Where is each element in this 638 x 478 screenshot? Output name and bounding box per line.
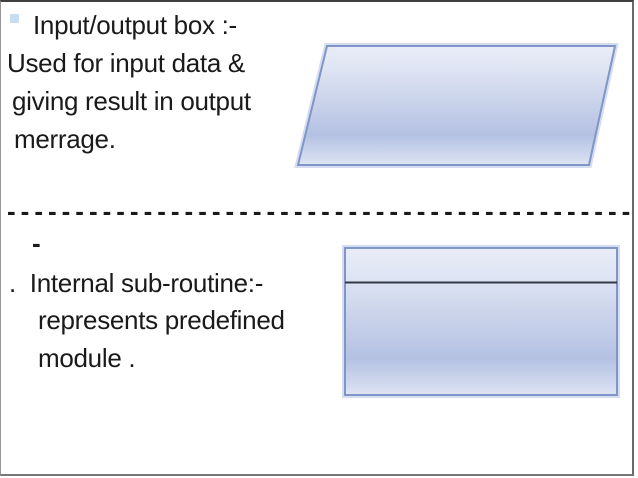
bullet-square-icon xyxy=(10,14,19,23)
io-body-line-3: merrage. xyxy=(14,124,116,154)
io-parallelogram-shape xyxy=(294,43,619,168)
subroutine-body-line-1: represents predefined xyxy=(38,305,285,335)
subroutine-rectangle xyxy=(344,247,618,396)
io-body-line-2: giving result in output xyxy=(12,86,251,116)
io-section-title: Input/output box :- xyxy=(33,10,237,40)
divider-dashed-line: ----------------------------------------… xyxy=(7,196,631,226)
subroutine-rectangle-shape xyxy=(342,245,620,398)
subroutine-section-title: . Internal sub-routine:- xyxy=(9,268,264,298)
subroutine-body-line-2: module . xyxy=(38,343,136,373)
io-parallelogram xyxy=(296,45,617,166)
io-body-line-1: Used for input data & xyxy=(7,48,245,78)
divider-wrapped-dash: - xyxy=(32,228,41,258)
